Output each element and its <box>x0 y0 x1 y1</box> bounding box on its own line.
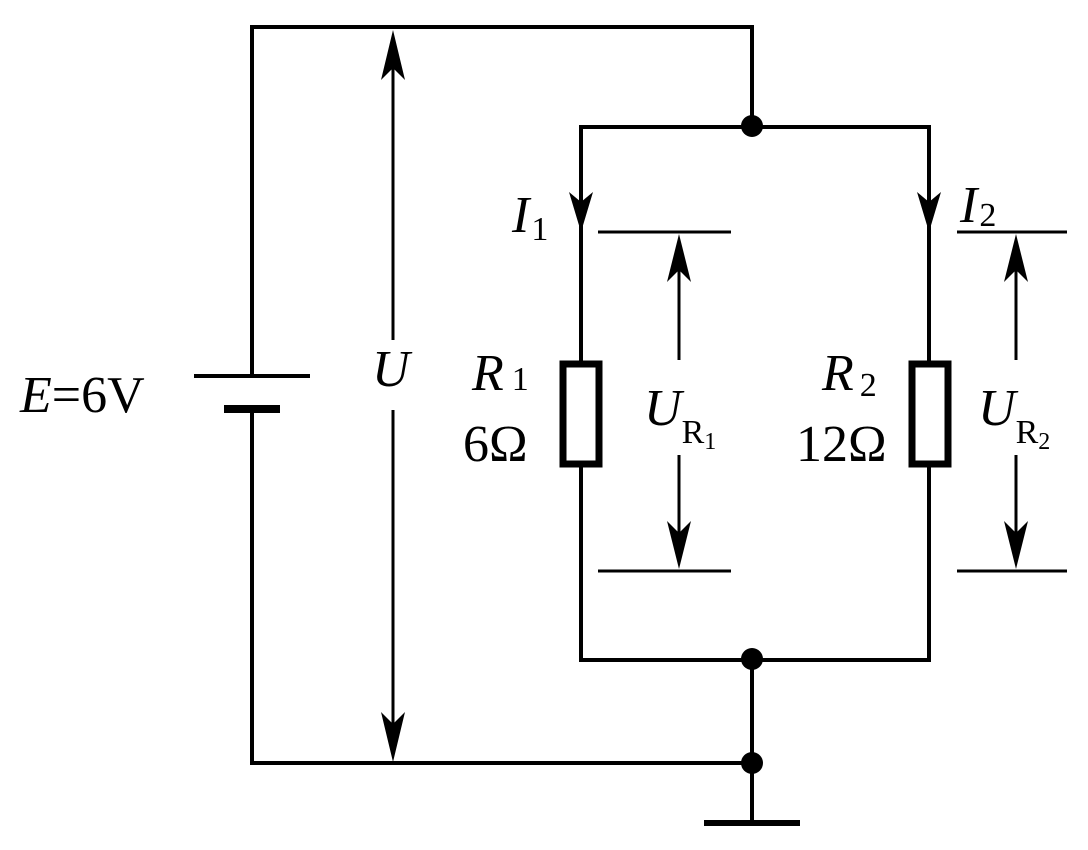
voltage-r1-sub: R <box>682 414 705 451</box>
voltage-r2-symbol: U <box>978 380 1019 437</box>
current-arrows <box>569 192 941 232</box>
voltage-total-arrow <box>381 30 405 762</box>
voltage-r1-subsub: 1 <box>704 429 716 455</box>
outer-loop-wires <box>250 25 754 765</box>
current1-index: 1 <box>531 211 548 248</box>
voltage-r2-subsub: 2 <box>1038 429 1050 455</box>
resistor-r1 <box>559 360 603 468</box>
resistor-r2 <box>908 360 952 468</box>
current2-index: 2 <box>979 197 996 234</box>
source-label: E=6V <box>19 367 145 424</box>
current1-arrow <box>569 192 593 232</box>
current2-label: I2 <box>959 177 996 234</box>
voltage-r1-symbol: U <box>644 380 685 437</box>
junction-ground <box>741 752 763 774</box>
resistor1-symbol: R <box>471 345 504 402</box>
source-symbol: E <box>19 367 52 424</box>
current1-symbol: I <box>511 187 532 244</box>
junction-top <box>741 115 763 137</box>
source-value: =6V <box>52 367 145 424</box>
resistor1-index: 1 <box>512 361 529 398</box>
voltage-r2-arrow <box>957 230 1067 573</box>
battery-symbol <box>194 374 310 413</box>
voltage-r2-label: UR2 <box>978 380 1050 455</box>
resistor1-value: 6Ω <box>463 416 528 473</box>
current2-arrow <box>917 192 941 232</box>
resistor2-index: 2 <box>860 367 877 404</box>
voltage-r1-label: UR1 <box>644 380 716 455</box>
voltage-r2-sub: R <box>1016 414 1039 451</box>
current1-label: I1 <box>511 187 548 248</box>
resistor2-symbol: R <box>821 345 854 402</box>
voltage-total-label: U <box>372 341 413 398</box>
junction-bottom <box>741 648 763 670</box>
resistor2-value: 12Ω <box>796 416 887 473</box>
current2-symbol: I <box>959 177 980 234</box>
voltage-r1-arrow <box>598 230 731 573</box>
